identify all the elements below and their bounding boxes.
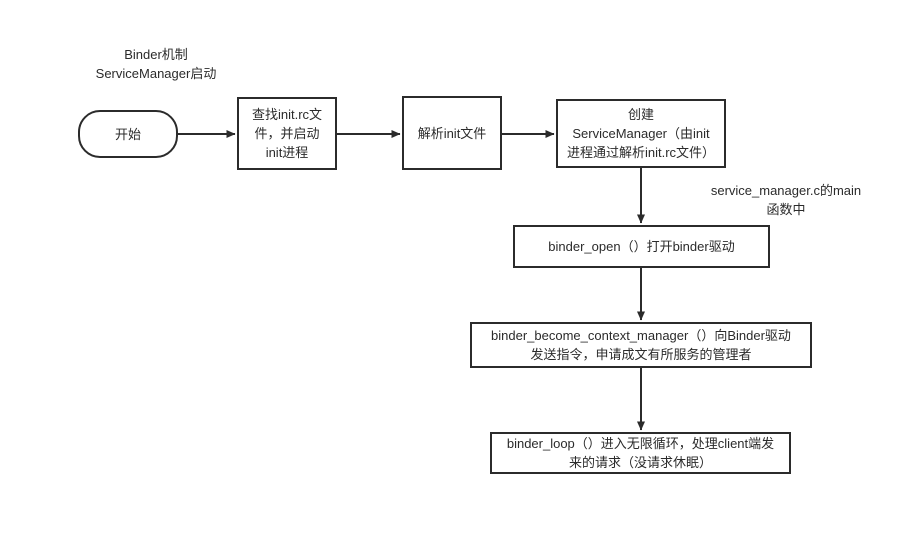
node-binder-loop[interactable]: binder_loop（）进入无限循环，处理client端发 来的请求（没请求休… (490, 432, 791, 474)
node-create-service-manager[interactable]: 创建 ServiceManager（由init 进程通过解析init.rc文件） (556, 99, 726, 168)
node-binder-become-context-manager[interactable]: binder_become_context_manager（）向Binder驱动… (470, 322, 812, 368)
node-parse-init[interactable]: 解析init文件 (402, 96, 502, 170)
node-binder-open[interactable]: binder_open（）打开binder驱动 (513, 225, 770, 268)
diagram-title: Binder机制 ServiceManager启动 (95, 47, 217, 81)
node-find-init-rc[interactable]: 查找init.rc文 件，并启动 init进程 (237, 97, 337, 170)
annotation-service-manager-main: service_manager.c的main 函数中 (710, 183, 862, 217)
node-start[interactable]: 开始 (78, 110, 178, 158)
